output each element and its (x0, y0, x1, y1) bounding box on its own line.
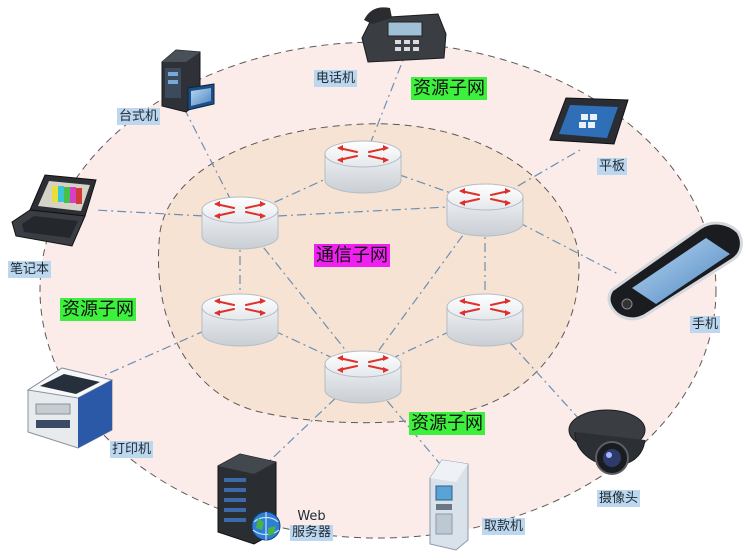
router-top (324, 140, 402, 194)
web-server-label: Web 服务器 (290, 509, 334, 541)
resource-subnet-label-top: 资源子网 (411, 77, 487, 100)
camera-label: 摄像头 (597, 490, 641, 507)
web-server-label-line2: 服务器 (290, 525, 334, 541)
mobile-phone-icon (607, 221, 743, 321)
router-lower-right (446, 293, 524, 347)
server-icon (217, 453, 281, 545)
resource-subnet-label-left: 资源子网 (60, 298, 136, 321)
mobile-phone-label: 手机 (690, 316, 721, 333)
resource-subnet-label-bottom: 资源子网 (409, 412, 485, 435)
laptop-label: 笔记本 (8, 261, 52, 278)
desktop-computer-icon (161, 49, 215, 113)
router-lower-left (201, 293, 279, 347)
laptop-icon (11, 174, 97, 247)
printer-icon (26, 367, 114, 449)
web-server-label-line1: Web (297, 509, 326, 524)
router-bottom (324, 350, 402, 404)
telephone-icon (361, 7, 447, 63)
atm-icon (429, 459, 469, 551)
router-upper-right (446, 183, 524, 237)
communication-subnet-label: 通信子网 (314, 244, 390, 267)
security-camera-icon (568, 409, 646, 475)
tablet-icon (549, 97, 629, 145)
printer-label: 打印机 (110, 441, 154, 458)
atm-label: 取款机 (482, 518, 526, 535)
router-upper-left (201, 196, 279, 250)
desktop-label: 台式机 (117, 108, 161, 125)
tablet-label: 平板 (597, 158, 628, 175)
telephone-label: 电话机 (314, 70, 358, 87)
